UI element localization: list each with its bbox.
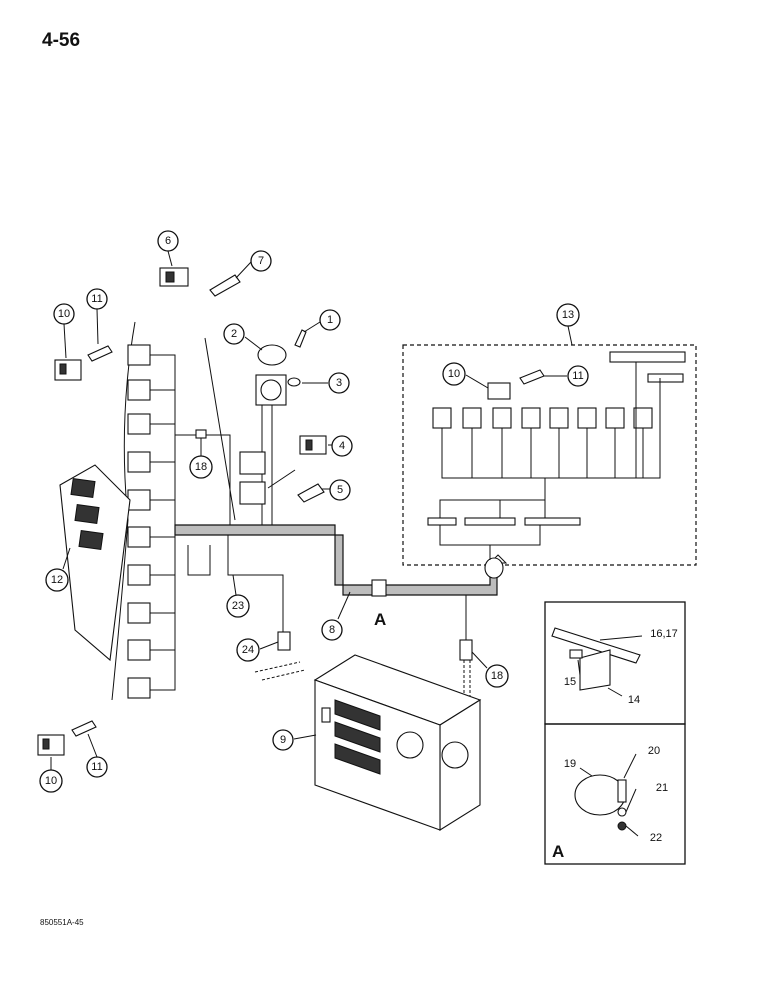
view-label-A-inset: A [552,842,564,861]
svg-text:7: 7 [258,255,264,267]
connector-10-bottom [37,734,65,756]
branch-23 [227,535,284,640]
inset-clamp-A [544,723,686,865]
callout-24: 24 [236,638,260,662]
callout-9: 9 [272,729,294,751]
label-16-17: 16,17 [650,628,678,640]
label-19: 19 [564,758,576,770]
nut-3 [287,377,301,387]
callout-4: 4 [331,435,353,457]
svg-text:18: 18 [491,670,503,682]
callout-10-bottom: 10 [39,769,63,793]
svg-text:5: 5 [337,484,343,496]
callout-10-top: 10 [53,303,75,325]
svg-text:10: 10 [45,775,57,787]
control-panel-12 [59,464,131,662]
connector-4 [299,435,327,455]
svg-text:11: 11 [91,761,102,773]
page-number: 4-56 [42,30,81,51]
callout-12: 12 [45,568,69,592]
harness-clamp [371,579,387,597]
svg-text:10: 10 [448,368,460,380]
connector-stack-left [127,344,176,699]
terminal-11-bottom [71,720,97,737]
svg-text:2: 2 [231,328,237,340]
svg-text:4: 4 [339,440,345,452]
view-label-A-main: A [374,610,386,629]
label-14: 14 [628,694,640,706]
label-15: 15 [564,676,576,688]
callout-11-top: 11 [86,288,108,310]
tie-strap-inset-parts [551,627,641,691]
leader-lines [50,250,643,837]
svg-text:1: 1 [327,314,333,326]
terminal-7 [209,274,241,297]
terminal-11-top [87,345,113,362]
light-assembly-2 [255,344,287,406]
callout-18-right: 18 [485,664,509,688]
svg-text:3: 3 [336,377,342,389]
grommet-body [484,557,504,579]
callout-3: 3 [328,372,350,394]
svg-text:10: 10 [58,308,70,320]
callout-1: 1 [319,309,341,331]
callout-10-detail: 10 [442,362,466,386]
svg-text:9: 9 [280,734,286,746]
relay-b [239,481,266,505]
harness-detail-box [402,344,697,566]
callout-7: 7 [250,250,272,272]
bolt-1 [294,329,307,348]
callout-11-detail: 11 [567,365,589,387]
connector-10-detail [487,382,511,400]
callout-23: 23 [226,594,250,618]
svg-text:6: 6 [165,235,171,247]
callout-8: 8 [321,619,343,641]
heater-box-9 [313,654,482,831]
harness-detail-13 [427,351,686,560]
svg-text:23: 23 [232,600,244,612]
bracket [187,545,211,576]
clamp-inset-parts [574,774,627,831]
relay-a [239,451,266,475]
svg-text:13: 13 [562,309,574,321]
connector-10-top [54,359,82,381]
svg-text:18: 18 [195,461,207,473]
connector-6 [159,267,189,287]
callout-2: 2 [223,323,245,345]
branch-18 [175,434,231,525]
svg-text:24: 24 [242,644,254,656]
callout-18-left: 18 [189,455,213,479]
label-22: 22 [650,832,662,844]
svg-text:8: 8 [329,624,335,636]
inset-tie-strap [544,601,686,725]
sensor-24 [277,631,291,651]
callout-5: 5 [329,479,351,501]
main-harness-8 [174,524,498,596]
label-20: 20 [648,745,660,757]
svg-text:11: 11 [572,370,583,382]
callout-13: 13 [556,303,580,327]
label-21: 21 [656,782,668,794]
svg-text:11: 11 [91,293,102,305]
document-code: 850551A-45 [40,918,84,927]
relay-link [267,469,296,489]
callout-11-bottom: 11 [86,756,108,778]
terminal-5 [297,483,325,503]
terminal-11-detail [519,369,545,385]
svg-text:12: 12 [51,574,63,586]
callout-6: 6 [157,230,179,252]
